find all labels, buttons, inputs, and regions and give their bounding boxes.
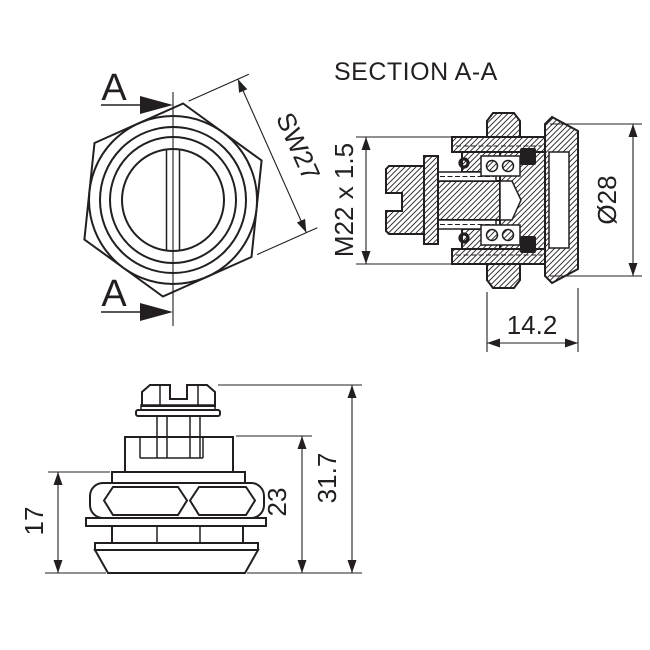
cut-label-bottom: A	[101, 273, 127, 315]
screw-section-top-1	[485, 159, 499, 173]
dim-m22-label: M22 x 1.5	[329, 143, 359, 257]
dim-23-label: 23	[262, 488, 292, 517]
dim-sw27-label: SW27	[270, 108, 326, 185]
front-view: A A SW27	[83, 67, 326, 326]
cut-arrow-top	[101, 96, 173, 114]
dimension-31-7: 31.7	[312, 385, 357, 573]
nut-washer	[85, 517, 267, 527]
seal-bottom	[520, 236, 536, 253]
lower-body	[111, 525, 244, 544]
flange-cone	[93, 549, 260, 574]
seal-top	[520, 148, 536, 165]
section-view: SECTION A-A	[329, 58, 642, 352]
dim-d28-label: Ø28	[592, 175, 622, 224]
screw-head-section	[385, 165, 425, 235]
upper-block	[124, 436, 234, 473]
hex-bump-bottom	[486, 263, 521, 289]
cut-arrow-bottom	[101, 303, 173, 321]
dimension-23: 23	[262, 436, 307, 573]
dimension-m22: M22 x 1.5	[329, 136, 455, 265]
hex-bump-top	[486, 112, 521, 138]
dim-14-2-label: 14.2	[507, 310, 558, 340]
head-washer-side	[135, 409, 221, 417]
internal-cavity	[499, 180, 522, 221]
nut-facet-left	[102, 486, 189, 516]
o-ring-bottom	[458, 232, 470, 244]
screw-shaft-section	[437, 180, 501, 221]
screw-section-top-2	[501, 159, 515, 173]
dimension-17: 17	[19, 472, 63, 573]
cut-label-top: A	[101, 67, 127, 109]
head-washer-section	[423, 155, 439, 245]
screw-head-side	[141, 384, 216, 407]
o-ring-top	[458, 157, 470, 169]
dim-31-7-label: 31.7	[312, 453, 342, 504]
screw-section-bottom-2	[501, 228, 515, 242]
section-part	[385, 112, 579, 289]
side-view: 17 23 31.7	[19, 384, 362, 574]
section-title: SECTION A-A	[334, 58, 498, 86]
flange-plate	[94, 542, 259, 551]
top-plate	[111, 471, 246, 484]
nut-facet-right	[188, 486, 257, 516]
dimension-d28: Ø28	[550, 123, 642, 277]
dim-17-label: 17	[19, 507, 49, 536]
dimension-14-2: 14.2	[486, 288, 579, 352]
screw-section-bottom-1	[485, 228, 499, 242]
side-part	[85, 384, 267, 574]
flange-bore	[548, 151, 570, 249]
